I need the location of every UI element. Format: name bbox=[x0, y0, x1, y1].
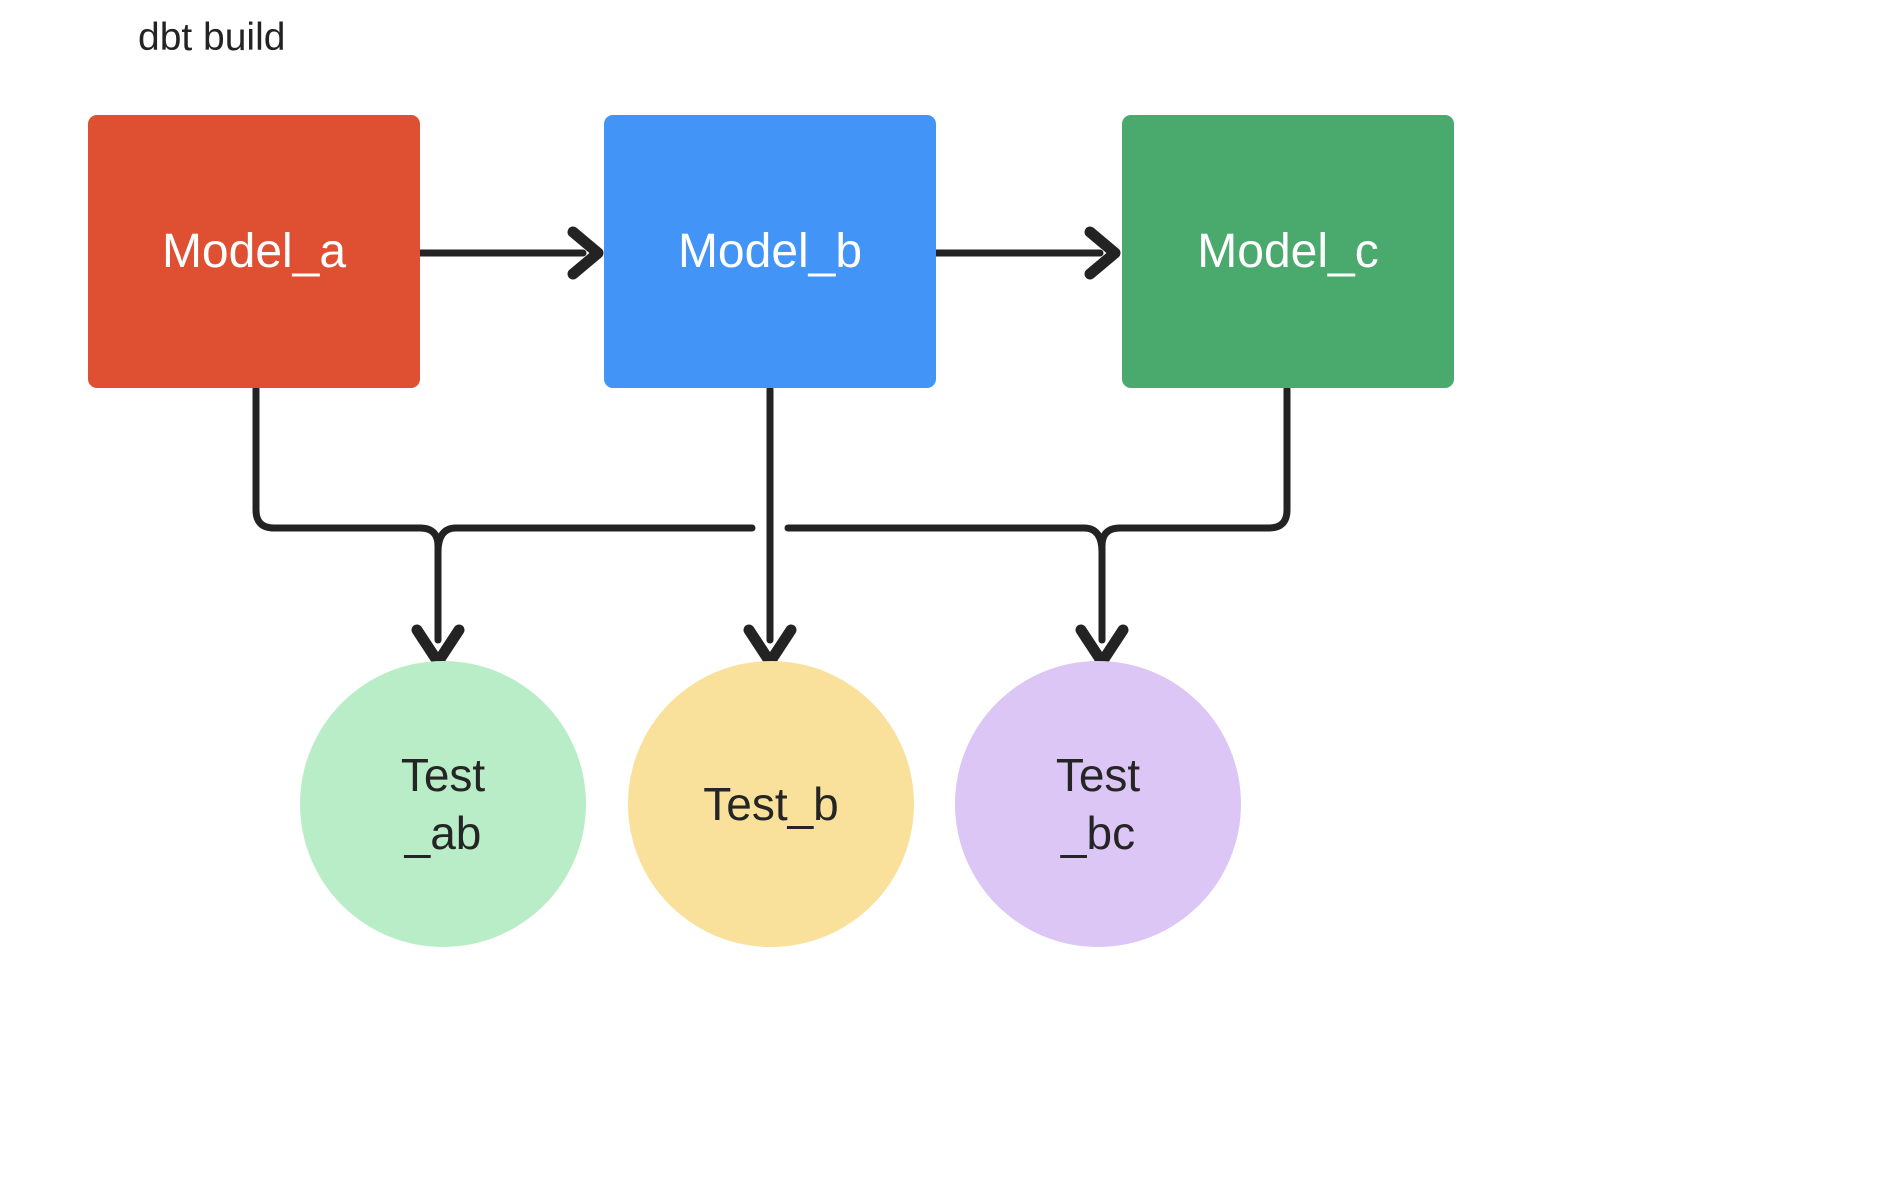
test-node-label: Test _bc bbox=[1055, 749, 1141, 859]
edge-model-c-to-bus bbox=[1116, 385, 1291, 532]
test-node-test-bc[interactable]: Test _bc bbox=[955, 661, 1241, 947]
edge-bus-left bbox=[416, 524, 756, 556]
test-node-label: Test_b bbox=[703, 778, 839, 830]
model-node-label: Model_a bbox=[161, 224, 347, 278]
edge-model-a-to-bus bbox=[252, 385, 424, 532]
model-node-model-c[interactable]: Model_c bbox=[1122, 115, 1454, 388]
model-node-label: Model_c bbox=[1197, 224, 1379, 278]
model-node-label: Model_b bbox=[677, 224, 863, 278]
model-node-model-b[interactable]: Model_b bbox=[604, 115, 936, 388]
edge-model-b-to-test-b bbox=[743, 385, 797, 668]
page-title: dbt build bbox=[138, 16, 286, 59]
test-node-test-b[interactable]: Test_b bbox=[628, 661, 914, 947]
test-node-test-ab[interactable]: Test _ab bbox=[300, 661, 586, 947]
edge-model-a-to-model-b bbox=[416, 226, 604, 280]
edge-bus-right bbox=[784, 524, 1124, 556]
test-node-label: Test _ab bbox=[400, 749, 486, 859]
model-node-model-a[interactable]: Model_a bbox=[88, 115, 420, 388]
edge-model-b-to-model-c bbox=[932, 226, 1121, 280]
edge-bus-to-test-ab bbox=[411, 536, 465, 668]
edge-bus-to-test-bc bbox=[1075, 536, 1129, 668]
